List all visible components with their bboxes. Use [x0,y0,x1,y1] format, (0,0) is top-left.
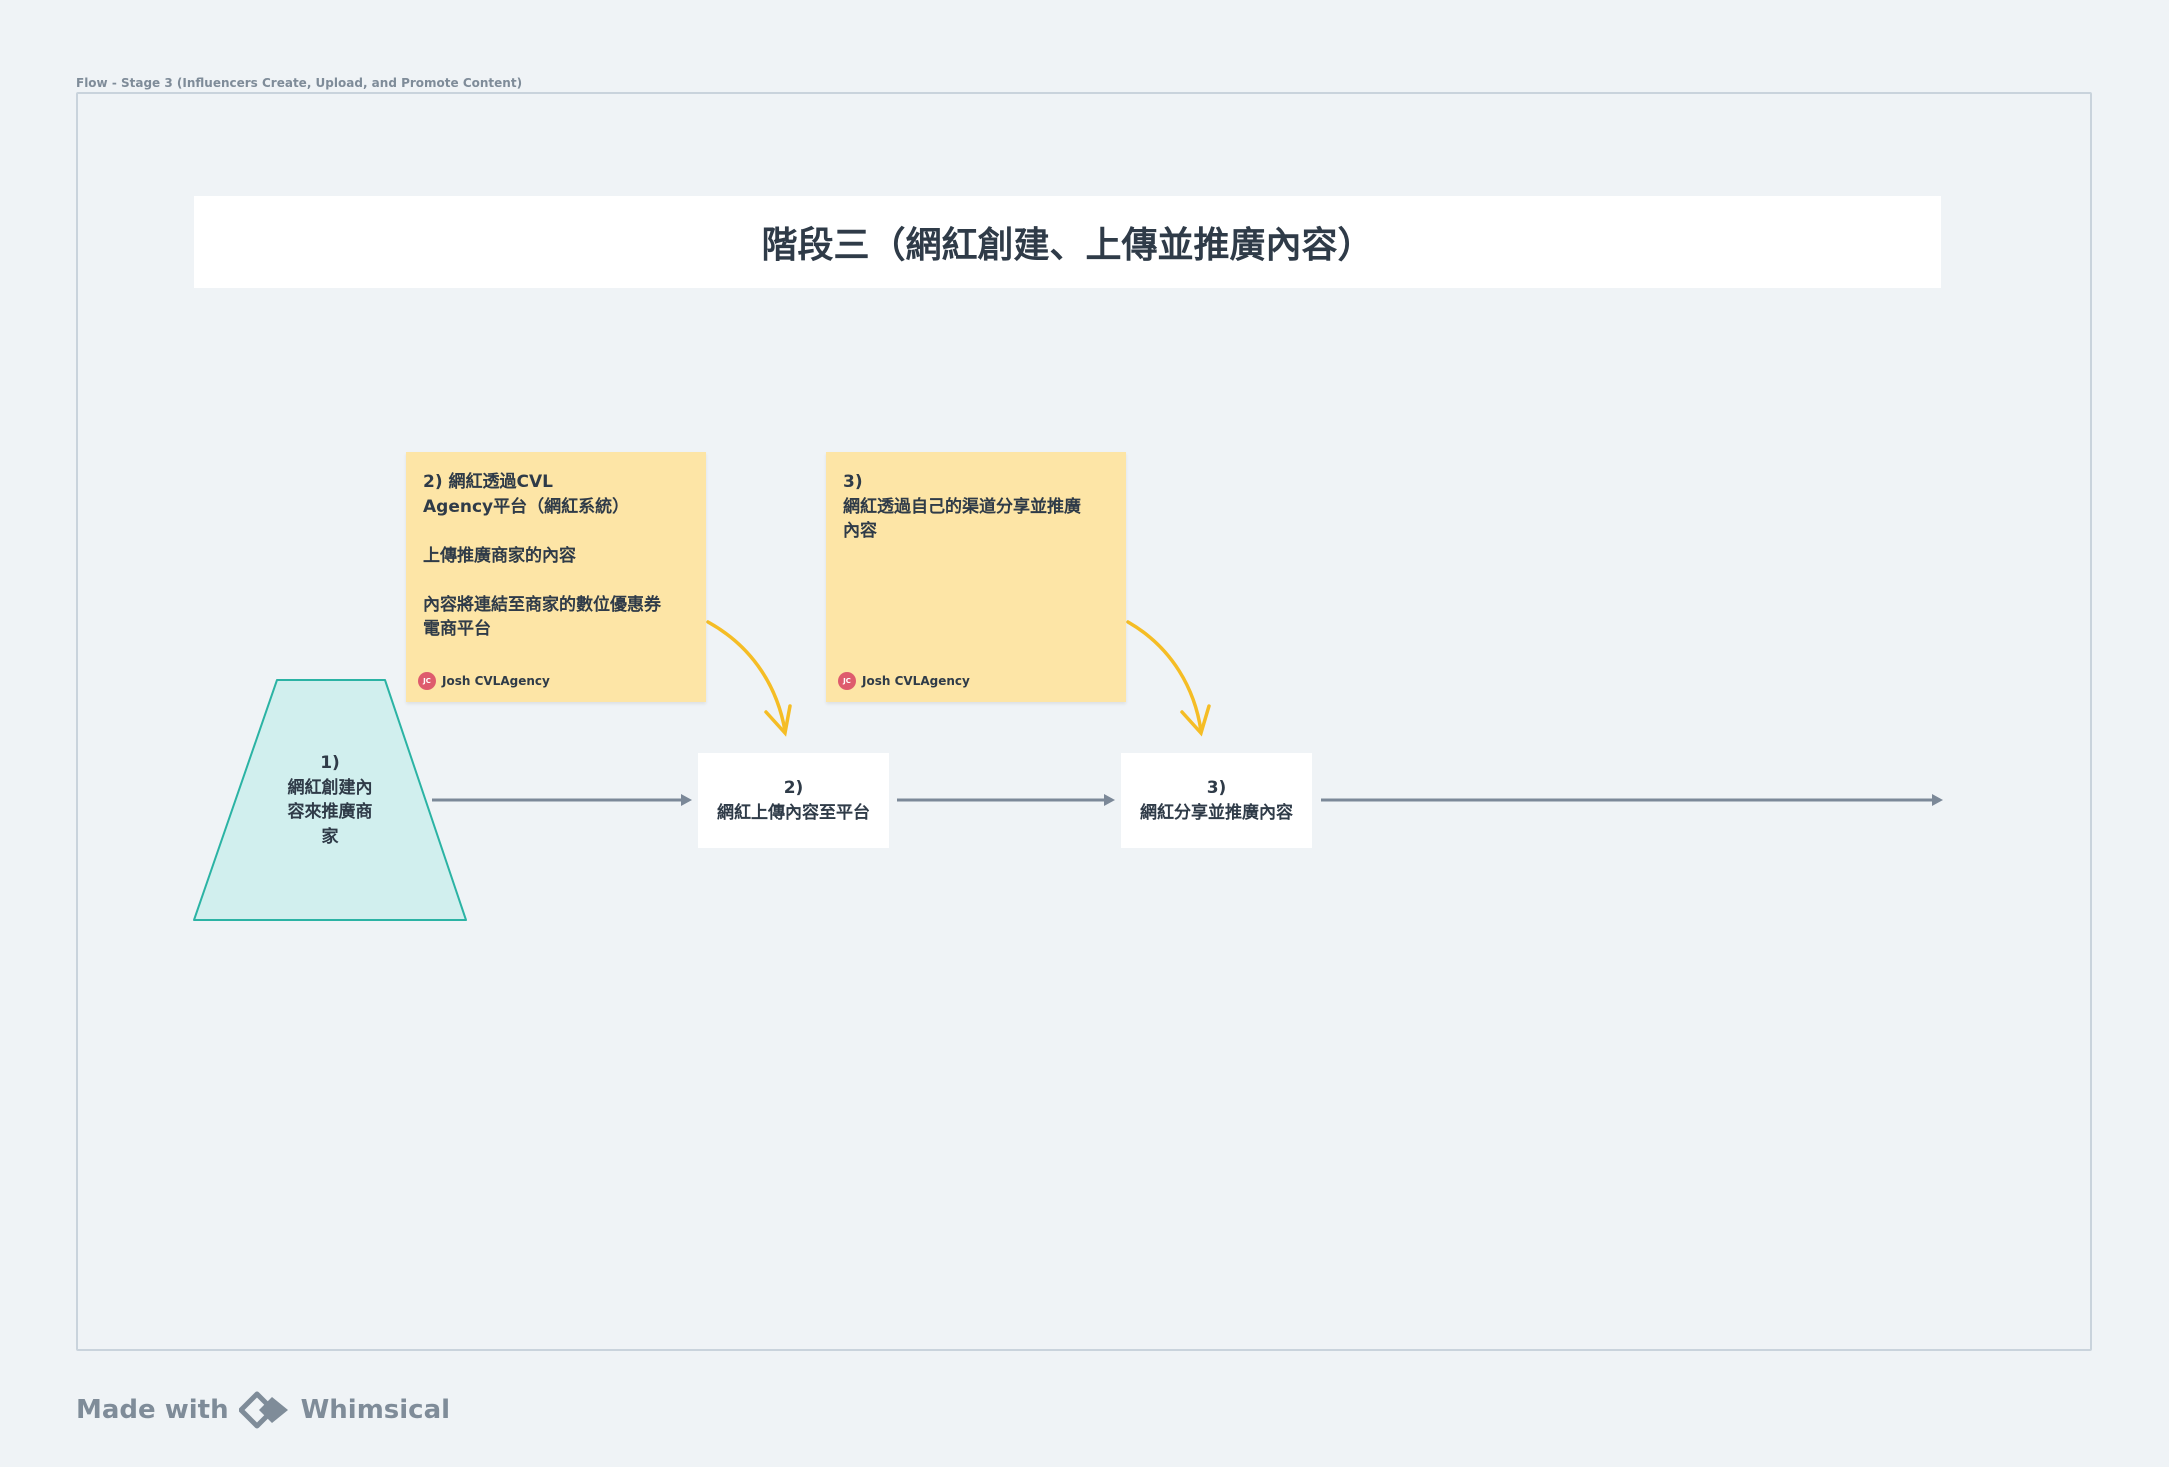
start-node-label: 1) 網紅創建內 容來推廣商 家 [287,753,373,847]
made-with-footer[interactable]: Made with Whimsical [76,1390,450,1430]
start-trapezoid[interactable] [193,679,467,921]
author-name: Josh CVLAgency [862,674,970,688]
avatar: JC [418,672,436,690]
note-author: JC Josh CVLAgency [418,672,550,690]
sticky-note-text: 2) 網紅透過CVL Agency平台（網紅系統） 上傳推廣商家的內容 內容將連… [423,472,661,639]
sticky-note-share[interactable]: 3) 網紅透過自己的渠道分享並推廣 內容 JC Josh CVLAgency [826,452,1126,702]
sticky-note-text: 3) 網紅透過自己的渠道分享並推廣 內容 [843,472,1081,541]
share-node-label: 3) 網紅分享並推廣內容 [1140,778,1293,823]
share-node[interactable]: 3) 網紅分享並推廣內容 [1121,753,1312,848]
upload-node[interactable]: 2) 網紅上傳內容至平台 [698,753,889,848]
note-arrow-2[interactable] [1126,620,1211,737]
title-box[interactable]: 階段三（網紅創建、上傳並推廣內容） [194,196,1941,288]
made-with-text: Made with [76,1395,229,1425]
frame-label: Flow - Stage 3 (Influencers Create, Uplo… [76,76,523,90]
note-arrow-1[interactable] [706,620,792,737]
page-title: 階段三（網紅創建、上傳並推廣內容） [761,225,1374,266]
whimsical-logo-icon [238,1390,291,1430]
author-name: Josh CVLAgency [442,674,550,688]
upload-node-label: 2) 網紅上傳內容至平台 [717,778,870,823]
sticky-note-upload[interactable]: 2) 網紅透過CVL Agency平台（網紅系統） 上傳推廣商家的內容 內容將連… [406,452,706,702]
connector-2[interactable] [897,794,1115,806]
connector-3[interactable] [1321,794,1943,806]
avatar: JC [838,672,856,690]
brand-name: Whimsical [300,1395,451,1425]
note-author: JC Josh CVLAgency [838,672,970,690]
connector-1[interactable] [432,794,692,806]
board-frame[interactable] [76,92,2092,1351]
